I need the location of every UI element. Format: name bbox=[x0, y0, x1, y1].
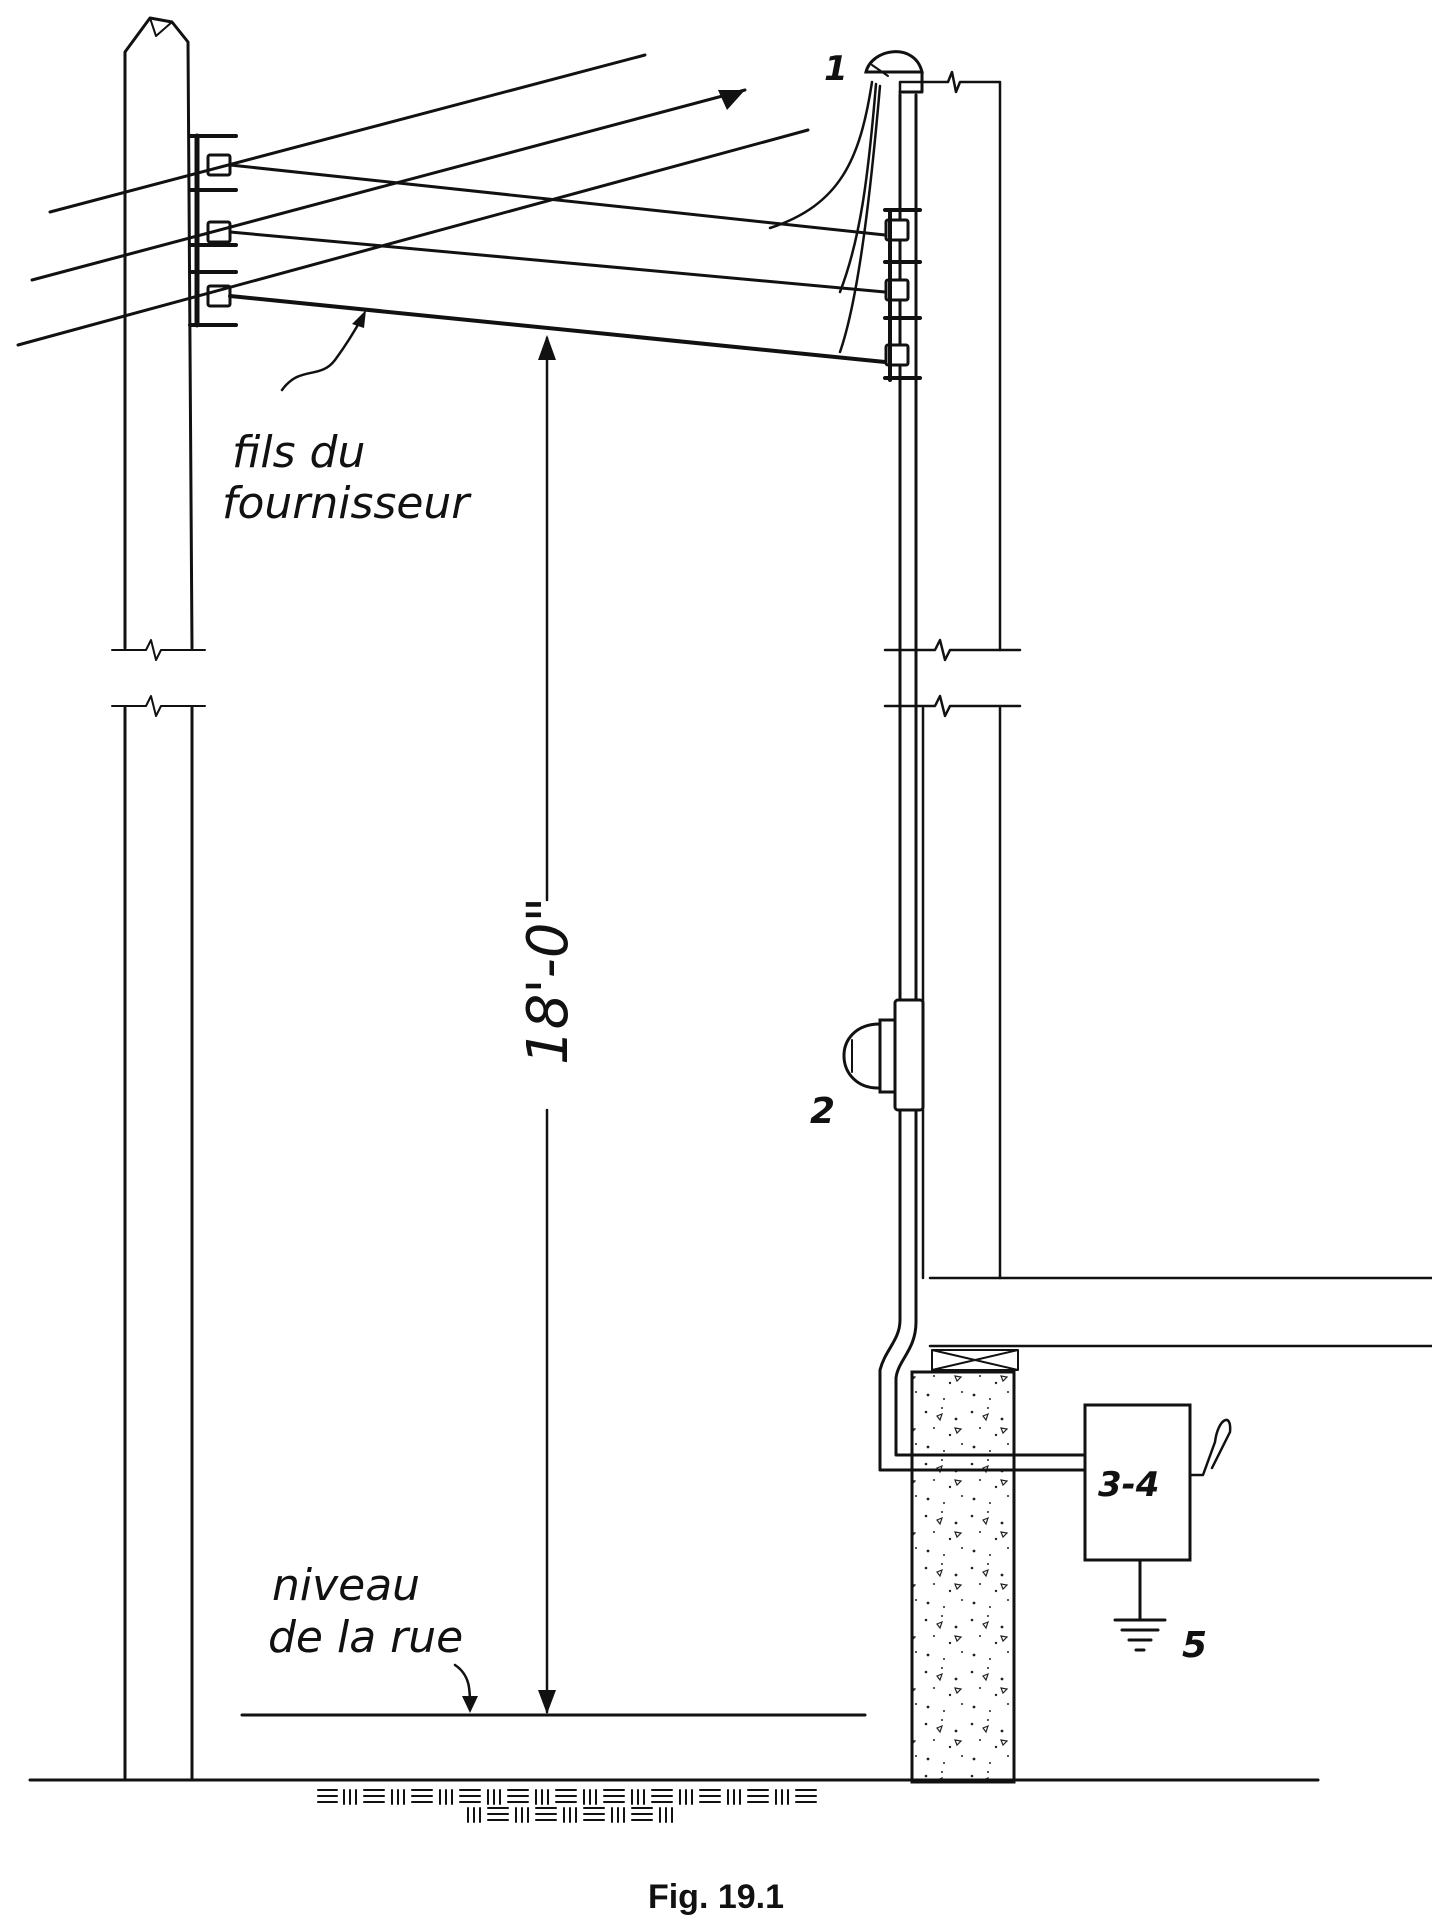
concrete-foundation bbox=[910, 1370, 1016, 1784]
supplier-wires-label-line1: fils du bbox=[232, 427, 365, 478]
service-head bbox=[864, 50, 924, 94]
street-level-label-line1: niveau bbox=[272, 1560, 420, 1611]
supplier-line-wires bbox=[16, 53, 810, 347]
label-item-5: 5 bbox=[1182, 1625, 1207, 1666]
street-level-label-line2: de la rue bbox=[268, 1612, 463, 1663]
service-mast bbox=[878, 93, 922, 1472]
supplier-wires-label-line2: fournisseur bbox=[222, 478, 472, 529]
service-drop-wires bbox=[228, 80, 887, 364]
label-item-2: 2 bbox=[810, 1091, 835, 1132]
ground-icon bbox=[1113, 1558, 1167, 1652]
figure-caption: Fig. 19.1 bbox=[648, 1878, 784, 1916]
label-item-1: 1 bbox=[824, 49, 848, 89]
ground-line bbox=[28, 1713, 1320, 1823]
supplier-wire-leader bbox=[280, 316, 364, 392]
clearance-label: 18'-0" bbox=[516, 897, 581, 1065]
label-item-3-4: 3-4 bbox=[1098, 1465, 1159, 1505]
utility-pole bbox=[111, 16, 238, 1780]
house-wall bbox=[883, 70, 1432, 1371]
service-panel bbox=[904, 1403, 1232, 1562]
supplier-wire-arrow bbox=[352, 310, 366, 328]
meter bbox=[842, 998, 925, 1112]
street-level-arrow bbox=[462, 1696, 478, 1713]
clearance-dimension bbox=[538, 335, 556, 1714]
